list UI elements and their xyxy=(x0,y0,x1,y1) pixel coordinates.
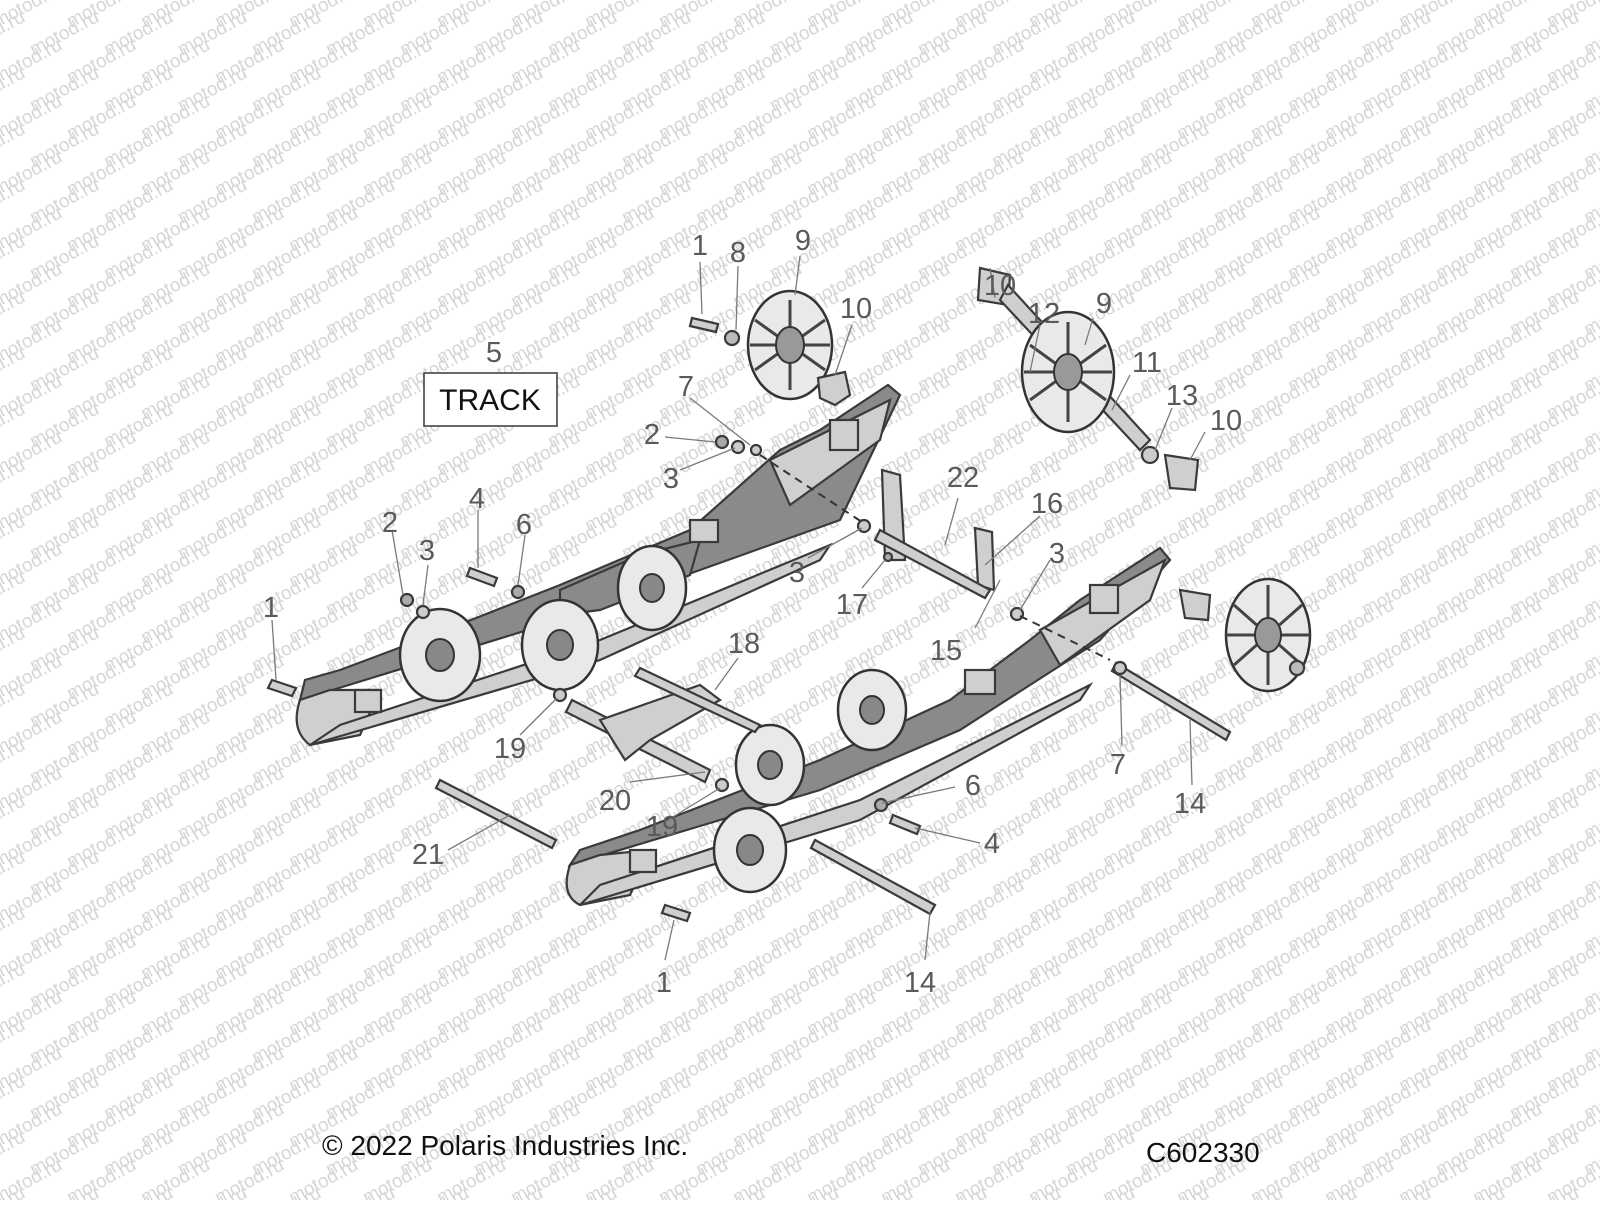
right-rail-wheel-front xyxy=(712,806,788,894)
callout-9: 9 xyxy=(795,225,811,257)
nut-6-right xyxy=(873,797,889,813)
left-rail-rear-block xyxy=(828,418,860,452)
callout-10: 10 xyxy=(1210,405,1242,437)
callout-18: 18 xyxy=(728,628,760,660)
washer-3-left xyxy=(415,604,431,620)
callout-1: 1 xyxy=(656,967,672,999)
callout-22: 22 xyxy=(947,462,979,494)
right-rail-block xyxy=(963,668,997,696)
track-label: TRACK xyxy=(439,384,541,417)
nut-2-left xyxy=(399,592,415,608)
callout-10: 10 xyxy=(840,293,872,325)
callout-3: 3 xyxy=(663,463,679,495)
spacer-7-top xyxy=(749,443,763,457)
callout-19: 19 xyxy=(646,811,678,843)
axle-cap-right xyxy=(1163,453,1200,492)
spacer-7-right xyxy=(1112,660,1128,676)
axle-cap-right-side xyxy=(1178,588,1212,622)
callout-14: 14 xyxy=(1174,788,1206,820)
callout-2: 2 xyxy=(644,419,660,451)
left-rail-wheel-mid-a xyxy=(520,598,600,692)
nut-6-left xyxy=(510,584,526,600)
left-rail-wheel-mid-b xyxy=(616,544,688,632)
nut-right-side xyxy=(1288,659,1306,677)
callout-12: 12 xyxy=(1028,298,1060,330)
callout-14: 14 xyxy=(904,967,936,999)
right-rail-tip-block xyxy=(628,848,658,874)
callout-4: 4 xyxy=(984,828,1000,860)
callout-3: 3 xyxy=(1049,538,1065,570)
callout-7: 7 xyxy=(678,371,694,403)
right-rail-wheel-mid-a xyxy=(734,723,806,807)
nut-2-top xyxy=(714,434,730,450)
callout-16: 16 xyxy=(1031,488,1063,520)
callout-6: 6 xyxy=(965,770,981,802)
callout-19: 19 xyxy=(494,733,526,765)
callout-7: 7 xyxy=(1110,749,1126,781)
left-rail-block xyxy=(688,518,720,544)
callout-9: 9 xyxy=(1096,288,1112,320)
callout-6: 6 xyxy=(516,509,532,541)
callout-5: 5 xyxy=(486,337,502,369)
callout-20: 20 xyxy=(599,785,631,817)
diagram-code: C602330 xyxy=(1146,1137,1260,1168)
callout-3: 3 xyxy=(789,557,805,589)
callout-2: 2 xyxy=(382,507,398,539)
callout-10: 10 xyxy=(984,270,1016,302)
washer-3-right xyxy=(1009,606,1025,622)
washer-top-left xyxy=(723,329,741,347)
left-rail-tip-block xyxy=(353,688,383,714)
grease-fitting-17 xyxy=(882,551,894,563)
right-rail-rear-block xyxy=(1088,583,1120,615)
watermark-text: motod.ru xyxy=(1580,0,1600,4)
callout-1: 1 xyxy=(692,230,708,262)
callout-3: 3 xyxy=(419,535,435,567)
callout-11: 11 xyxy=(1132,347,1162,379)
copyright-notice: © 2022 Polaris Industries Inc. xyxy=(322,1130,689,1161)
bolt-4-right xyxy=(888,813,922,836)
callout-15: 15 xyxy=(930,635,962,667)
left-rail-wheel-front xyxy=(398,607,482,703)
callout-4: 4 xyxy=(469,483,485,515)
callout-1: 1 xyxy=(263,592,279,624)
washer-3-mid xyxy=(856,518,872,534)
callout-21: 21 xyxy=(412,839,444,871)
callout-17: 17 xyxy=(836,589,868,621)
right-rail-wheel-mid-b xyxy=(836,668,908,752)
washer-3-top xyxy=(730,439,746,455)
callout-8: 8 xyxy=(730,237,746,269)
callout-13: 13 xyxy=(1166,380,1198,412)
